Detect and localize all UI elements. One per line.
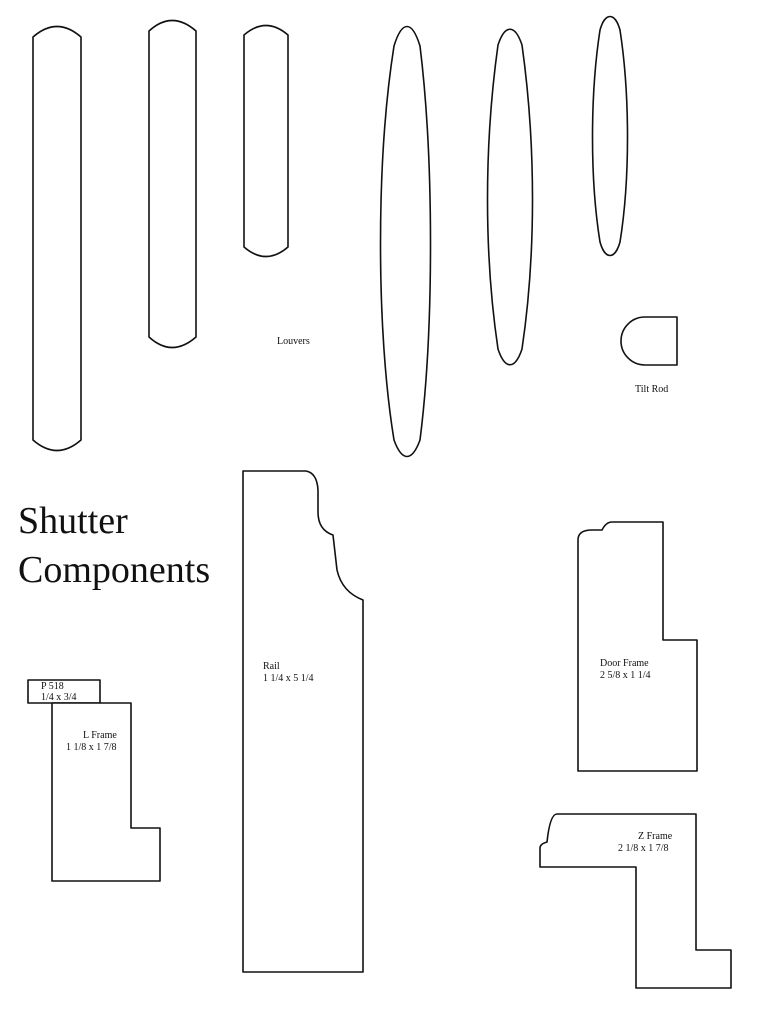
louver-elliptical-3	[591, 15, 629, 257]
tilt-rod-label: Tilt Rod	[635, 384, 668, 395]
l-frame	[51, 702, 161, 882]
rail-label: Rail	[263, 661, 280, 672]
louver-elliptical-2	[486, 28, 534, 366]
p518-size-label: 1/4 x 3/4	[41, 692, 77, 703]
louvers-label: Louvers	[277, 336, 310, 347]
rail	[242, 470, 364, 973]
door-frame	[577, 521, 698, 772]
z-frame-label: Z Frame	[638, 831, 673, 842]
page-title-line-1: Shutter	[18, 500, 128, 542]
rail-size-label: 1 1/4 x 5 1/4	[263, 673, 314, 684]
louver-flat-2	[148, 19, 197, 349]
louver-flat-1	[32, 25, 82, 452]
l-frame-size-label: 1 1/8 x 1 7/8	[66, 742, 117, 753]
louver-flat-3	[243, 24, 289, 258]
door-frame-size-label: 2 5/8 x 1 1/4	[600, 670, 651, 681]
page-title-line-2: Components	[18, 549, 210, 591]
l-frame-label: L Frame	[83, 730, 117, 741]
door-frame-label: Door Frame	[600, 658, 649, 669]
tilt-rod	[620, 316, 678, 366]
z-frame-size-label: 2 1/8 x 1 7/8	[618, 843, 669, 854]
p518-label: P 518	[41, 681, 64, 692]
louver-elliptical-1	[379, 25, 432, 458]
z-frame	[539, 813, 732, 989]
